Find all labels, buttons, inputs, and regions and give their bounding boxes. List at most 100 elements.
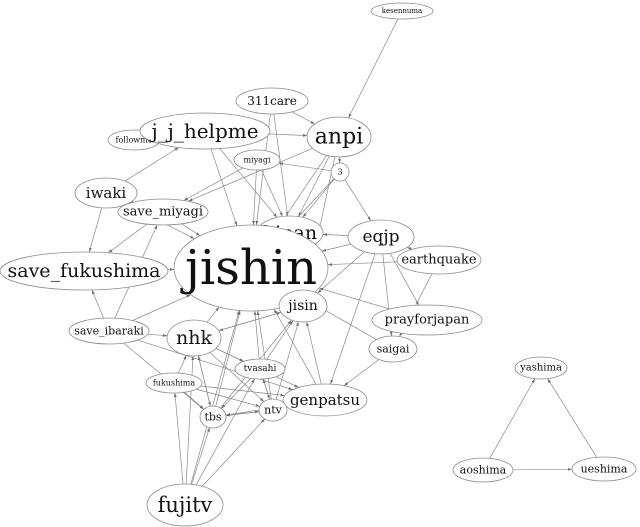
- node-eqjp: eqjp: [347, 219, 415, 255]
- edge-fujitv-to-ntv: [202, 418, 266, 487]
- node-shape-save_fukushima: [0, 251, 169, 291]
- edge-eqjp-to-jisin: [317, 251, 365, 294]
- node-shape-fujitv: [146, 483, 224, 527]
- node-label-jishin: jishin: [180, 240, 317, 296]
- edges-layer: [88, 18, 597, 487]
- node-label-fukushima: fukushima: [153, 379, 196, 388]
- node-shape-fukushima: [145, 372, 203, 394]
- node-shape-earthquake: [396, 245, 482, 275]
- edge-ntv-to-tvasahi: [262, 378, 270, 400]
- node-label-save_fukushima: save_fukushima: [8, 260, 161, 282]
- node-prayforjapan: prayforjapan: [371, 304, 483, 336]
- edge-fujitv-to-tvasahi: [195, 378, 255, 486]
- node-jishin: jishin: [173, 224, 329, 312]
- node-save_ibaraki: save_ibaraki: [68, 317, 150, 345]
- node-label-saigai: saigai: [377, 343, 410, 356]
- node-ueshima: ueshima: [571, 456, 637, 482]
- node-tbs: tbs: [199, 405, 227, 429]
- node-label-save_ibaraki: save_ibaraki: [74, 325, 144, 338]
- edge-anpi-to-hinan: [298, 155, 330, 217]
- edge-eqjp-to-hinan: [322, 233, 349, 237]
- node-311care: 311care: [235, 87, 309, 115]
- node-aoshima: aoshima: [452, 457, 514, 483]
- node-save_fukushima: save_fukushima: [0, 251, 169, 291]
- node-shape-yashima: [514, 356, 568, 380]
- node-shape-iwaki: [74, 177, 138, 209]
- node-genpatsu: genpatsu: [282, 383, 368, 417]
- edge-earthquake-to-jishin: [327, 261, 398, 266]
- node-shape-j_j_helpme: [139, 112, 271, 150]
- node-shape-miyagi: [233, 149, 281, 171]
- node-shape-ueshima: [571, 456, 637, 482]
- node-shape-genpatsu: [282, 383, 368, 417]
- node-label-eqjp: eqjp: [362, 227, 399, 247]
- edge-n3-to-eqjp: [344, 179, 372, 221]
- node-miyagi: miyagi: [233, 149, 281, 171]
- edge-fujitv-to-fukushima: [173, 392, 184, 485]
- edge-311care-to-anpi: [291, 111, 315, 125]
- edge-iwaki-to-save_fukushima: [88, 207, 103, 253]
- node-label-iwaki: iwaki: [86, 184, 127, 202]
- edge-tvasahi-to-tbs: [221, 378, 252, 409]
- node-shape-tvasahi: [234, 358, 286, 380]
- node-nhk: nhk: [166, 319, 222, 357]
- node-shape-ntv: [258, 398, 288, 422]
- node-shape-eqjp: [347, 219, 415, 255]
- node-shape-aoshima: [452, 457, 514, 483]
- edge-aoshima-to-ueshima: [512, 467, 573, 471]
- edge-ntv-to-tbs: [225, 411, 260, 417]
- node-jisin: jisin: [278, 289, 328, 323]
- node-shape-jisin: [278, 289, 328, 323]
- node-yashima: yashima: [514, 356, 568, 380]
- node-label-fujitv: fujitv: [158, 493, 213, 517]
- node-label-tvasahi: tvasahi: [244, 364, 277, 374]
- edge-saigai-to-genpatsu: [343, 359, 380, 386]
- node-anpi: anpi: [306, 116, 372, 158]
- node-label-ueshima: ueshima: [581, 463, 628, 476]
- edge-fujitv-to-tbs: [191, 427, 210, 485]
- edge-n3-to-hinan: [302, 178, 335, 218]
- node-label-followme: followme: [116, 136, 153, 145]
- node-save_miyagi: save_miyagi: [117, 198, 209, 226]
- edge-eqjp-to-jishin: [321, 243, 352, 252]
- edge-save_ibaraki-to-jishin: [132, 294, 191, 321]
- edge-j_j_helpme-to-hinan: [219, 148, 278, 218]
- edge-miyagi-to-save_miyagi: [183, 167, 243, 201]
- edge-tvasahi-to-jisin: [266, 320, 294, 360]
- node-label-aoshima: aoshima: [460, 464, 507, 477]
- edge-anpi-to-save_miyagi: [188, 147, 313, 202]
- node-kesennuma: kesennuma: [370, 2, 434, 20]
- edge-aoshima-to-yashima: [489, 378, 536, 459]
- node-label-save_miyagi: save_miyagi: [123, 205, 203, 220]
- node-shape-saigai: [368, 335, 418, 363]
- edge-save_ibaraki-to-genpatsu: [137, 339, 293, 391]
- node-shape-n3: [330, 162, 350, 182]
- node-label-prayforjapan: prayforjapan: [385, 313, 470, 328]
- edge-fujitv-to-jishin: [190, 310, 240, 485]
- edge-save_ibaraki-to-save_fukushima: [91, 289, 104, 319]
- edge-prayforjapan-to-jishin: [319, 287, 390, 310]
- node-label-tbs: tbs: [204, 411, 221, 424]
- edge-tbs-to-nhk: [197, 355, 211, 407]
- node-tvasahi: tvasahi: [234, 358, 286, 380]
- node-saigai: saigai: [368, 335, 418, 363]
- edge-save_miyagi-to-jishin: [181, 223, 201, 236]
- edge-nhk-to-ntv: [209, 352, 265, 402]
- node-label-genpatsu: genpatsu: [290, 391, 360, 409]
- edge-earthquake-to-eqjp: [406, 247, 413, 251]
- edge-ntv-to-jisin: [275, 321, 299, 400]
- node-shape-anpi: [306, 116, 372, 158]
- node-n3: 3: [330, 162, 350, 182]
- node-shape-save_ibaraki: [68, 317, 150, 345]
- node-label-yashima: yashima: [519, 363, 562, 374]
- edge-n3-to-miyagi: [278, 162, 332, 172]
- edge-genpatsu-to-jishin: [273, 308, 317, 385]
- edge-ntv-to-jishin: [256, 310, 272, 400]
- node-label-n3: 3: [337, 168, 342, 177]
- edge-nhk-to-jishin: [206, 306, 220, 323]
- node-ntv: ntv: [258, 398, 288, 422]
- edge-genpatsu-to-jisin: [306, 321, 322, 385]
- node-shape-kesennuma: [370, 2, 434, 20]
- edge-fukushima-to-tbs: [184, 392, 205, 410]
